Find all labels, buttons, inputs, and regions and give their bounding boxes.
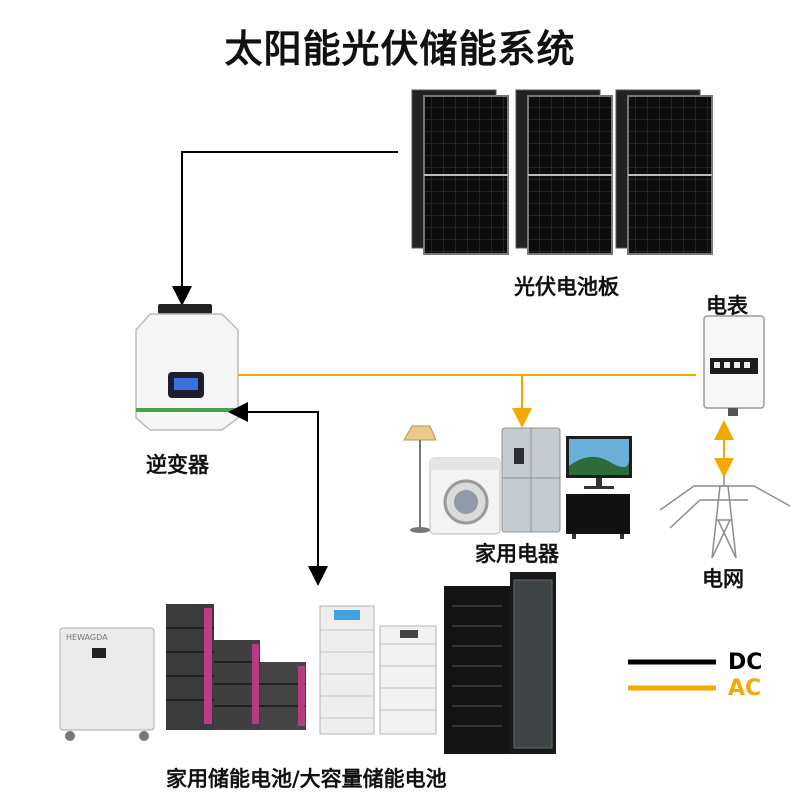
refrigerator bbox=[501, 427, 561, 533]
tower-battery-white bbox=[319, 605, 375, 735]
legend-ac-label: AC bbox=[728, 676, 762, 701]
inverter-unit bbox=[135, 304, 239, 431]
meter-unit bbox=[703, 315, 765, 416]
dc-line-panels-to-inverter bbox=[172, 151, 398, 306]
solar-panel bbox=[515, 89, 613, 255]
battery-cabinet bbox=[444, 572, 556, 754]
label-batteries: 家用储能电池/大容量储能电池 bbox=[166, 767, 447, 791]
label-appliances: 家用电器 bbox=[475, 542, 559, 566]
wall-battery: HEWAGDA bbox=[59, 627, 155, 741]
washing-machine bbox=[429, 457, 501, 535]
rack-battery-stack bbox=[166, 604, 306, 730]
monitor bbox=[566, 436, 632, 489]
floor-lamp bbox=[403, 425, 437, 533]
stackable-battery bbox=[379, 625, 437, 735]
brand-logo: HEWAGDA bbox=[66, 633, 108, 642]
solar-panel bbox=[615, 89, 713, 255]
legend bbox=[628, 659, 716, 691]
dc-line-inverter-batteries bbox=[228, 402, 328, 586]
television bbox=[566, 494, 630, 539]
solar-panel bbox=[411, 89, 509, 255]
label-inverter: 逆变器 bbox=[146, 453, 209, 477]
grid-tower bbox=[659, 476, 791, 559]
label-grid: 电网 bbox=[702, 567, 744, 591]
label-meter: 电表 bbox=[706, 294, 748, 318]
label-pv-panels: 光伏电池板 bbox=[514, 275, 619, 299]
diagram-title: 太阳能光伏储能系统 bbox=[224, 27, 576, 71]
solar-panel-array bbox=[411, 89, 713, 255]
legend-dc-label: DC bbox=[728, 650, 763, 675]
